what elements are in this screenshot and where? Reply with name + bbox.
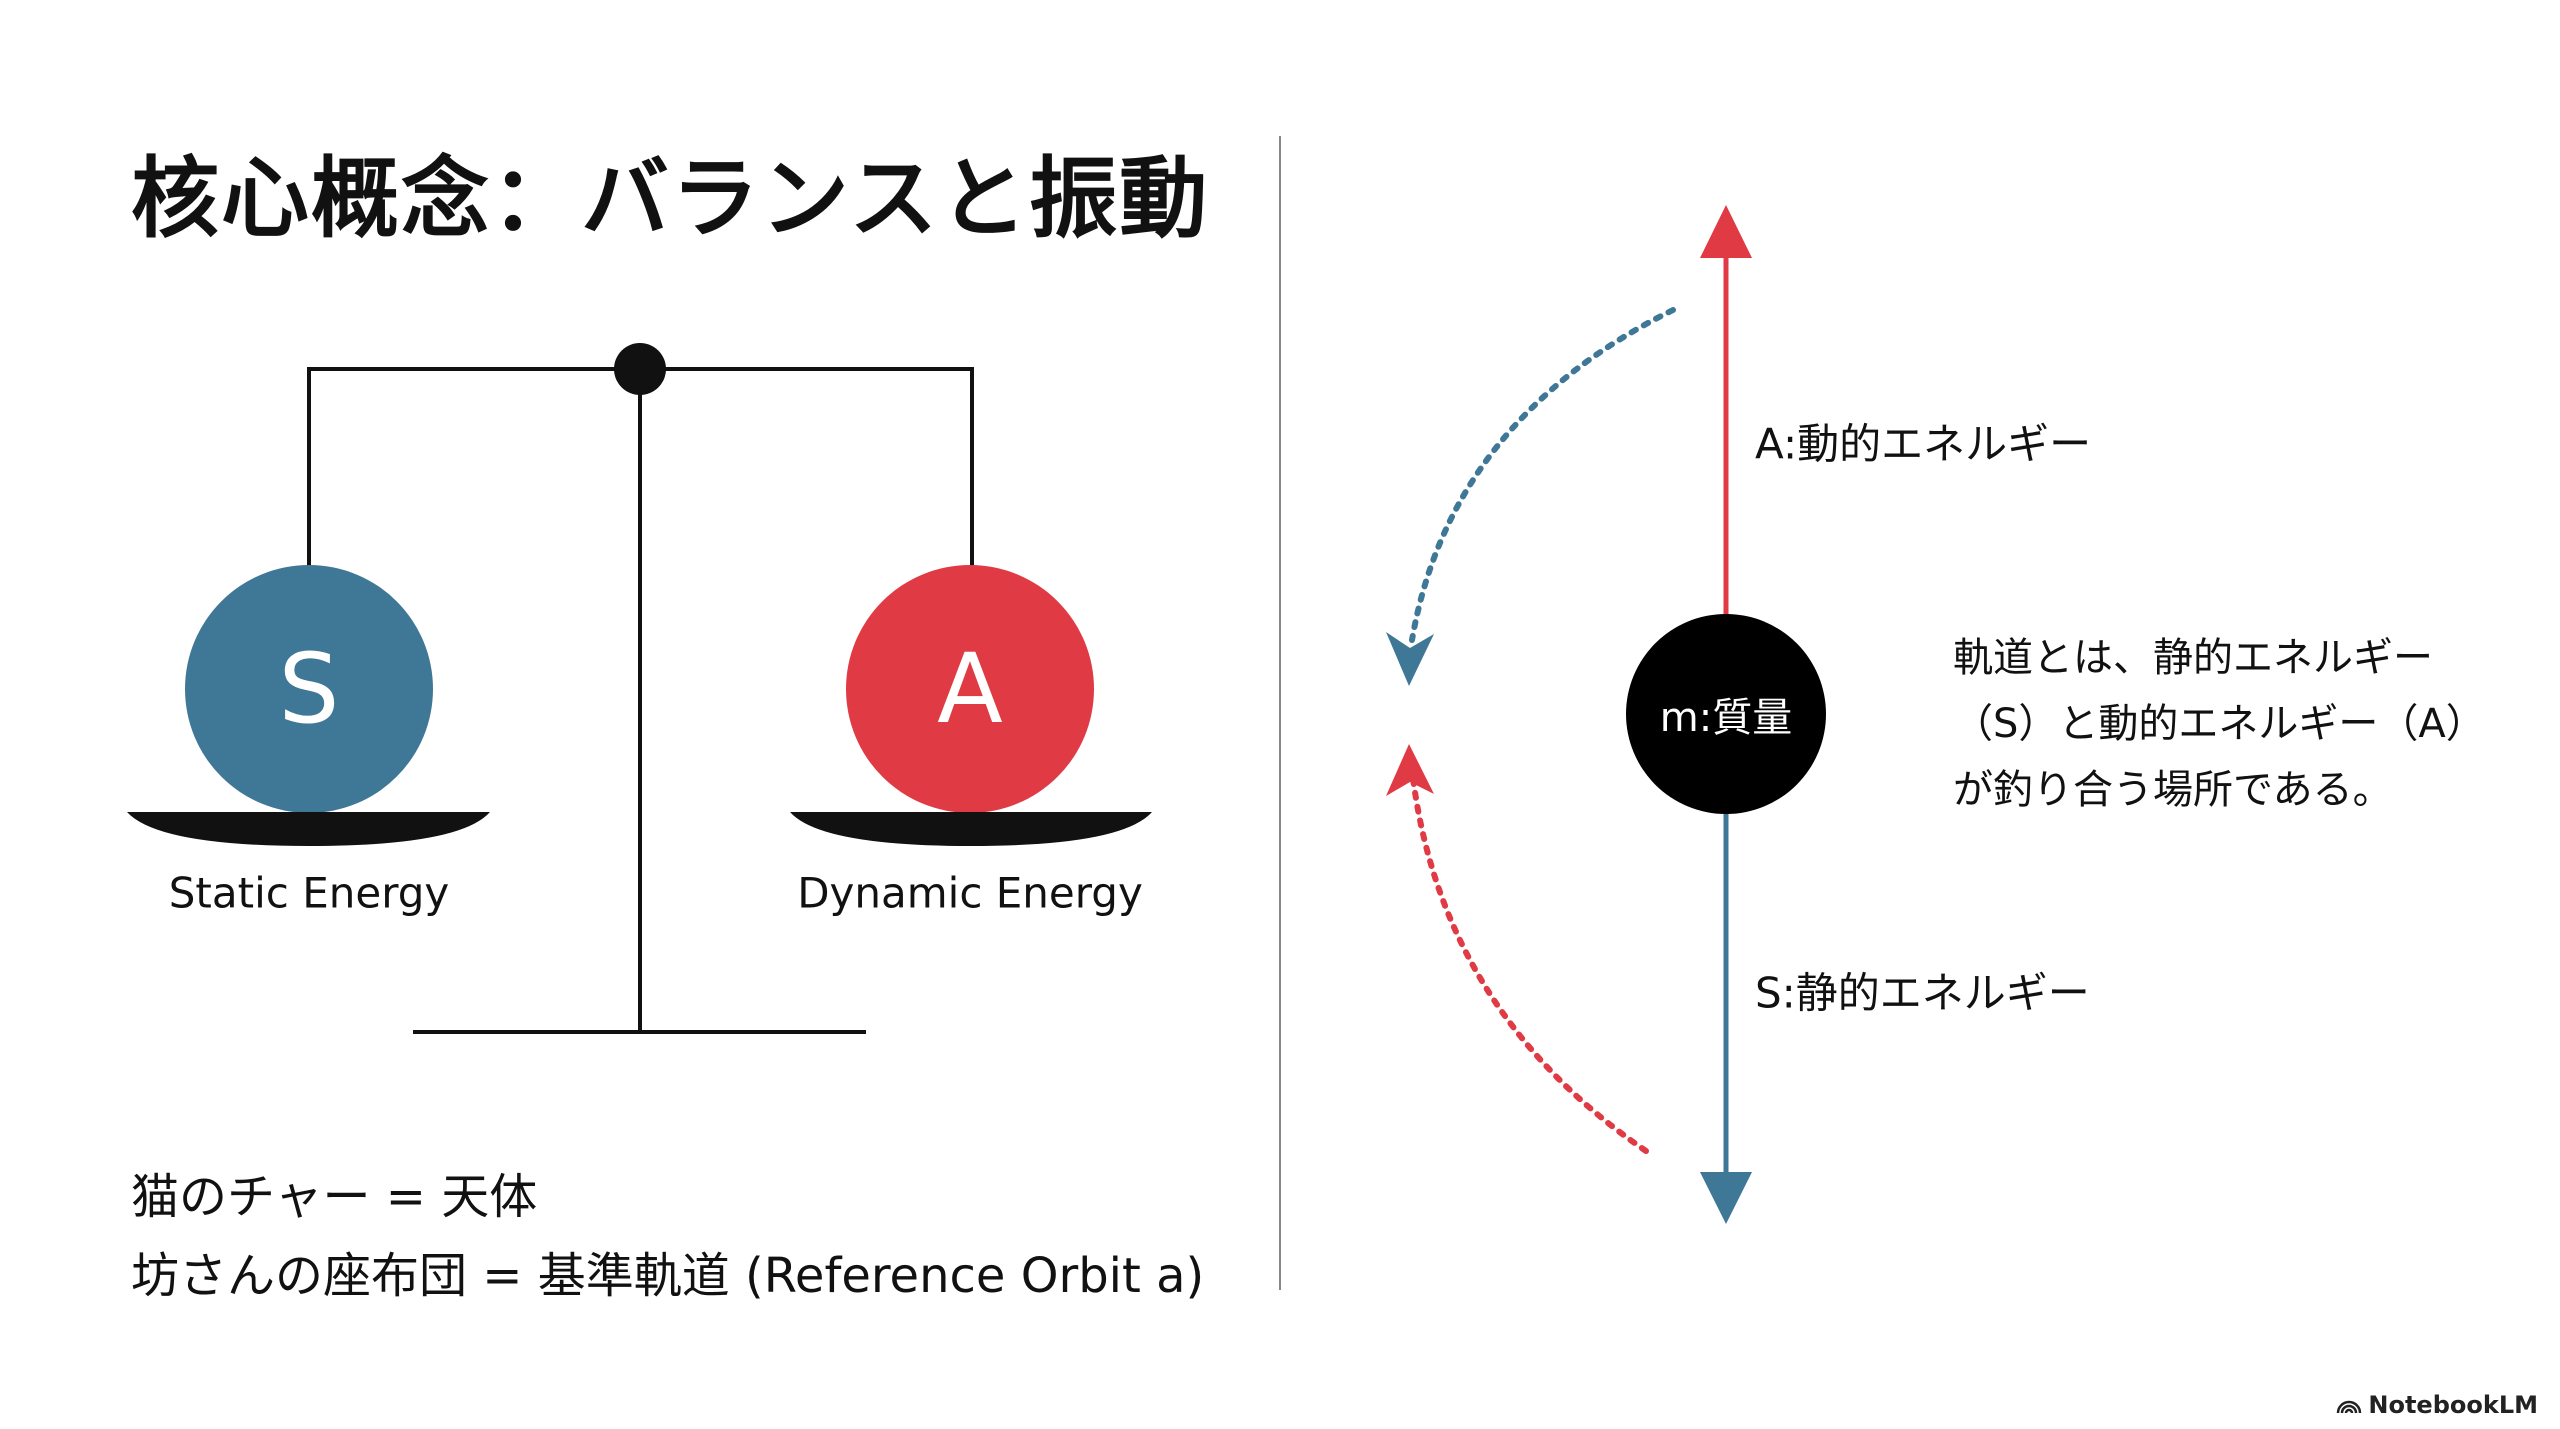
static-energy-axis-label: S:静的エネルギー: [1755, 968, 2090, 1018]
dynamic-arrowhead: [1700, 205, 1752, 258]
static-ball: [185, 565, 433, 813]
static-energy-label: Static Energy: [168, 868, 450, 918]
slide-title: 核心概念：バランスと振動: [131, 147, 1210, 250]
orbit-diagram: [1386, 205, 1826, 1224]
dynamic-ball-label: A: [937, 633, 1003, 745]
description-line: が釣り合う場所である。: [1953, 767, 2393, 813]
note-line-2: 坊さんの座布団 = 基準軌道 (Reference Orbit a): [131, 1248, 1205, 1304]
static-arrowhead: [1700, 1172, 1752, 1224]
red-dotted-arc: [1409, 767, 1649, 1154]
static-ball-label: S: [278, 633, 340, 745]
mass-circle: [1626, 614, 1826, 814]
dynamic-ball: [846, 565, 1094, 813]
mass-label: m:質量: [1659, 695, 1793, 741]
blue-dotted-arc: [1409, 307, 1676, 643]
dynamic-energy-axis-label: A:動的エネルギー: [1755, 419, 2092, 469]
notebooklm-logo: NotebookLM: [2336, 1391, 2538, 1419]
description-line: 軌道とは、静的エネルギー: [1953, 635, 2433, 681]
orbit-description: 軌道とは、静的エネルギー （S）と動的エネルギー（A） が釣り合う場所である。: [1953, 625, 2486, 823]
balance-scale: [127, 343, 1152, 1034]
description-line: （S）と動的エネルギー（A）: [1953, 701, 2486, 747]
blue-arc-arrowhead: [1386, 632, 1434, 686]
notebooklm-icon: [2337, 1400, 2362, 1414]
note-line-1: 猫のチャー = 天体: [131, 1169, 538, 1225]
left-pan: [127, 812, 490, 846]
pivot-dot: [614, 343, 666, 395]
dynamic-energy-label: Dynamic Energy: [797, 868, 1143, 918]
red-arc-arrowhead: [1386, 744, 1434, 796]
branding-text: NotebookLM: [2368, 1391, 2538, 1419]
right-pan: [790, 812, 1152, 846]
